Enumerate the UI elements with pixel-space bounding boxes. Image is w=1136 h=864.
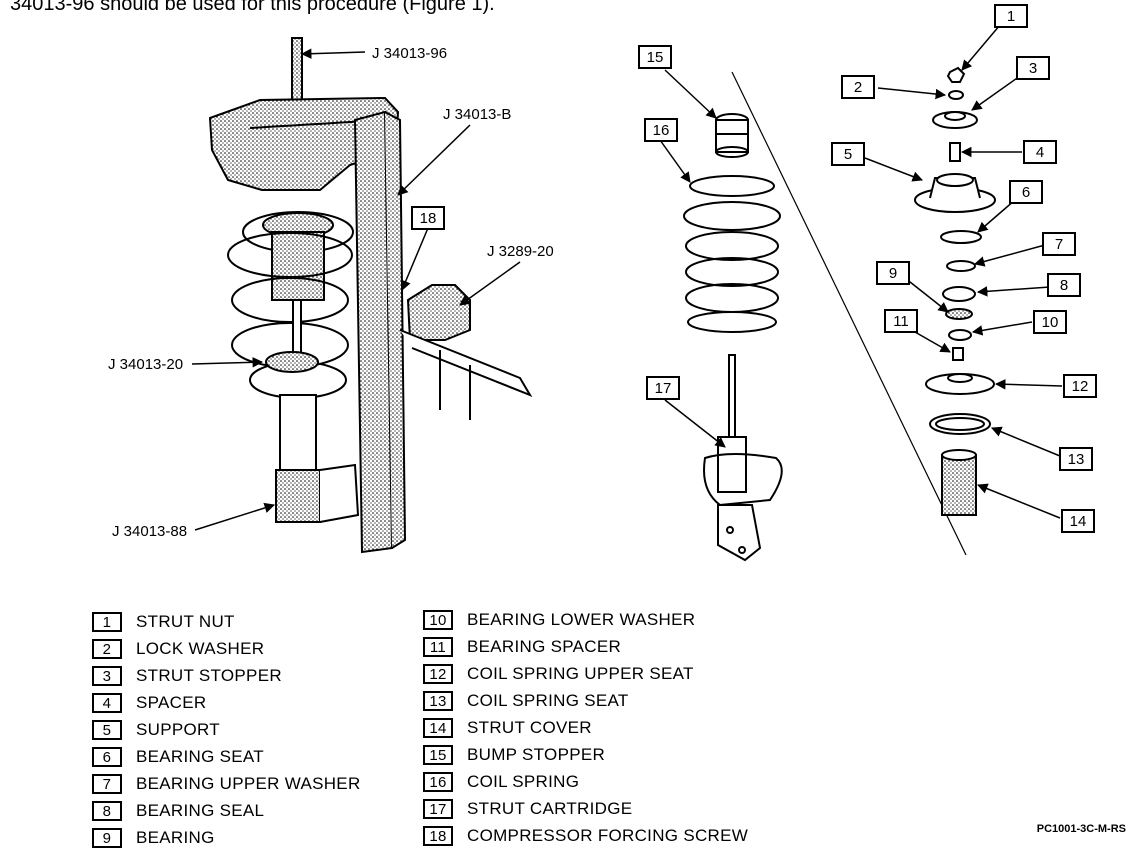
legend-label: SUPPORT xyxy=(136,720,220,739)
legend-number: 7 xyxy=(92,774,122,794)
callout-6: 6 xyxy=(1022,184,1030,201)
callout-leaders xyxy=(400,24,1063,519)
callout-10: 10 xyxy=(1042,314,1059,331)
callout-boxes xyxy=(411,4,1097,533)
legend-item-12: 12 COIL SPRING UPPER SEAT xyxy=(423,662,694,686)
callout-2: 2 xyxy=(854,79,862,96)
legend-number: 5 xyxy=(92,720,122,740)
legend-number: 2 xyxy=(92,639,122,659)
legend-number: 9 xyxy=(92,828,122,848)
callout-13: 13 xyxy=(1068,451,1085,468)
legend-label: BUMP STOPPER xyxy=(467,745,606,764)
legend-number: 15 xyxy=(423,745,453,765)
legend-label: SPACER xyxy=(136,693,207,712)
legend-label: COMPRESSOR FORCING SCREW xyxy=(467,826,749,845)
tool-label-j34013-96: J 34013-96 xyxy=(372,45,447,62)
legend-label: BEARING UPPER WASHER xyxy=(136,774,361,793)
tool-label-j34013-88: J 34013-88 xyxy=(112,523,187,540)
callout-15: 15 xyxy=(647,49,664,66)
tool-leaders xyxy=(191,48,521,531)
legend-item-18: 18 COMPRESSOR FORCING SCREW xyxy=(423,824,748,848)
legend-item-13: 13 COIL SPRING SEAT xyxy=(423,689,629,713)
legend-label: STRUT NUT xyxy=(136,612,235,631)
callout-9: 9 xyxy=(889,265,897,282)
legend-number: 12 xyxy=(423,664,453,684)
callout-8: 8 xyxy=(1060,277,1068,294)
legend-item-2: 2 LOCK WASHER xyxy=(92,637,264,661)
legend-number: 10 xyxy=(423,610,453,630)
legend-item-4: 4 SPACER xyxy=(92,691,206,715)
callout-4: 4 xyxy=(1036,144,1044,161)
callout-11: 11 xyxy=(893,313,909,330)
callout-1: 1 xyxy=(1007,8,1015,25)
legend-item-15: 15 BUMP STOPPER xyxy=(423,743,605,767)
compressor-assembly xyxy=(208,37,533,554)
legend-number: 16 xyxy=(423,772,453,792)
middle-components xyxy=(683,113,783,562)
legend-number: 17 xyxy=(423,799,453,819)
legend-number: 11 xyxy=(423,637,453,657)
legend-item-10: 10 BEARING LOWER WASHER xyxy=(423,608,695,632)
tool-label-j34013-20: J 34013-20 xyxy=(108,356,183,373)
legend-item-8: 8 BEARING SEAL xyxy=(92,799,264,823)
legend-label: STRUT CARTRIDGE xyxy=(467,799,633,818)
callout-18: 18 xyxy=(420,210,437,227)
legend-label: BEARING LOWER WASHER xyxy=(467,610,696,629)
legend-number: 1 xyxy=(92,612,122,632)
legend-label: LOCK WASHER xyxy=(136,639,265,658)
legend-item-6: 6 BEARING SEAT xyxy=(92,745,264,769)
legend-item-5: 5 SUPPORT xyxy=(92,718,220,742)
legend-label: BEARING SEAL xyxy=(136,801,265,820)
assembly-axis-line xyxy=(731,71,967,556)
legend-item-9: 9 BEARING xyxy=(92,826,215,850)
legend-label: COIL SPRING xyxy=(467,772,580,791)
legend-number: 18 xyxy=(423,826,453,846)
legend-item-16: 16 COIL SPRING xyxy=(423,770,579,794)
legend-item-3: 3 STRUT STOPPER xyxy=(92,664,282,688)
callout-17: 17 xyxy=(655,380,672,397)
legend-number: 13 xyxy=(423,691,453,711)
legend-label: BEARING SPACER xyxy=(467,637,622,656)
legend-number: 3 xyxy=(92,666,122,686)
legend-number: 6 xyxy=(92,747,122,767)
legend-item-7: 7 BEARING UPPER WASHER xyxy=(92,772,361,796)
legend-label: BEARING SEAT xyxy=(136,747,264,766)
legend-number: 4 xyxy=(92,693,122,713)
figure-code: PC1001-3C-M-RS xyxy=(1036,823,1126,835)
callout-5: 5 xyxy=(844,146,852,163)
callout-12: 12 xyxy=(1072,378,1089,395)
tool-label-j3289-20: J 3289-20 xyxy=(487,243,554,260)
tool-label-j34013-b: J 34013-B xyxy=(443,106,511,123)
legend-number: 8 xyxy=(92,801,122,821)
callout-16: 16 xyxy=(653,122,670,139)
callout-3: 3 xyxy=(1029,60,1037,77)
legend-label: STRUT COVER xyxy=(467,718,592,737)
legend-item-11: 11 BEARING SPACER xyxy=(423,635,621,659)
legend-number: 14 xyxy=(423,718,453,738)
callout-7: 7 xyxy=(1055,236,1063,253)
right-components xyxy=(914,66,996,516)
legend-label: STRUT STOPPER xyxy=(136,666,282,685)
callout-numbers: 1 2 3 4 5 6 7 8 9 10 11 12 13 14 15 16 1… xyxy=(420,8,1089,530)
legend-label: BEARING xyxy=(136,828,215,847)
callout-14: 14 xyxy=(1070,513,1087,530)
legend-item-1: 1 STRUT NUT xyxy=(92,610,235,634)
header-text: 34013-96 should be used for this procedu… xyxy=(10,0,495,15)
legend-label: COIL SPRING SEAT xyxy=(467,691,629,710)
legend-item-14: 14 STRUT COVER xyxy=(423,716,592,740)
legend-label: COIL SPRING UPPER SEAT xyxy=(467,664,694,683)
legend-item-17: 17 STRUT CARTRIDGE xyxy=(423,797,632,821)
